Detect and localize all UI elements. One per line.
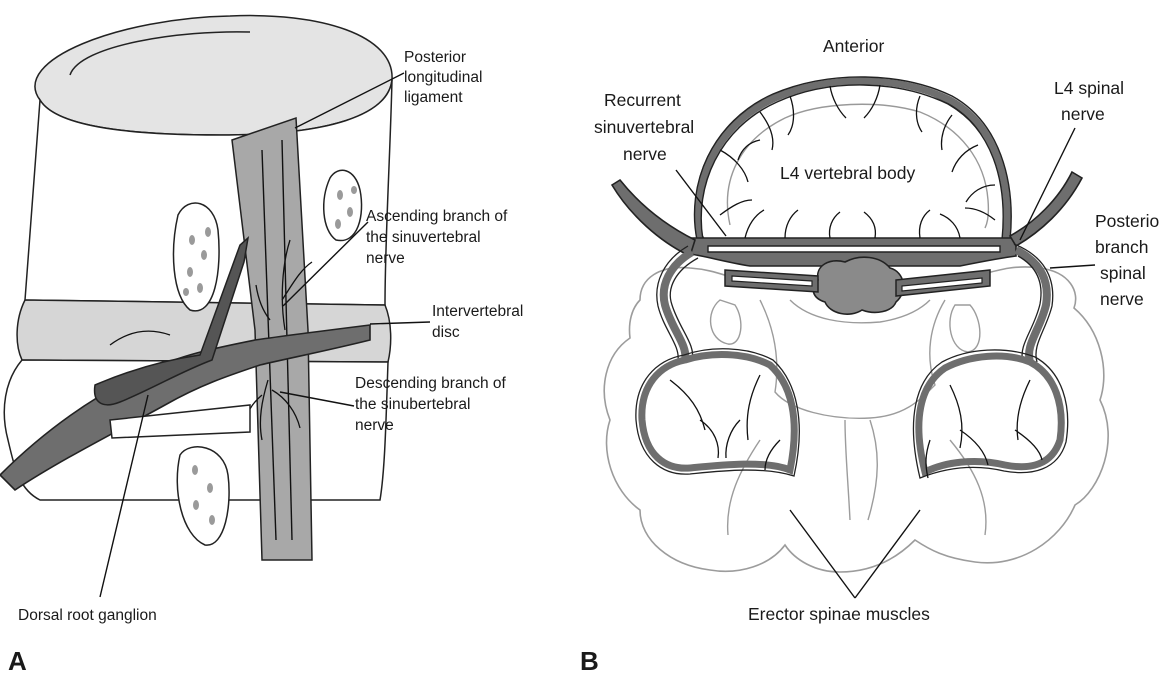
panel-b-illustration [604, 77, 1108, 572]
panel-a-letter: A [8, 646, 27, 676]
panel-b-letter: B [580, 646, 599, 676]
posterior-branch-label: Posterio branch spinal nerve [1095, 211, 1164, 309]
recurrent-sinuvertebral-nerve-label: Recurrent sinuvertebral nerve [594, 90, 699, 164]
panel-a-illustration [0, 16, 392, 560]
l4-vertebral-body-label: L4 vertebral body [780, 163, 915, 183]
l4-spinal-nerve-label: L4 spinal nerve [1054, 78, 1129, 124]
dorsal-root-ganglion-label: Dorsal root ganglion [18, 607, 157, 624]
erector-spinae-muscles-label: Erector spinae muscles [748, 604, 930, 624]
posterior-longitudinal-ligament-label: Posterior longitudinal ligament [404, 49, 487, 106]
ascending-branch-label: Ascending branch of the sinuvertebral ne… [366, 208, 512, 267]
descending-branch-label: Descending branch of the sinubertebral n… [355, 375, 510, 434]
intervertebral-disc-label: Intervertebral disc [432, 303, 528, 341]
anterior-label: Anterior [823, 36, 884, 56]
